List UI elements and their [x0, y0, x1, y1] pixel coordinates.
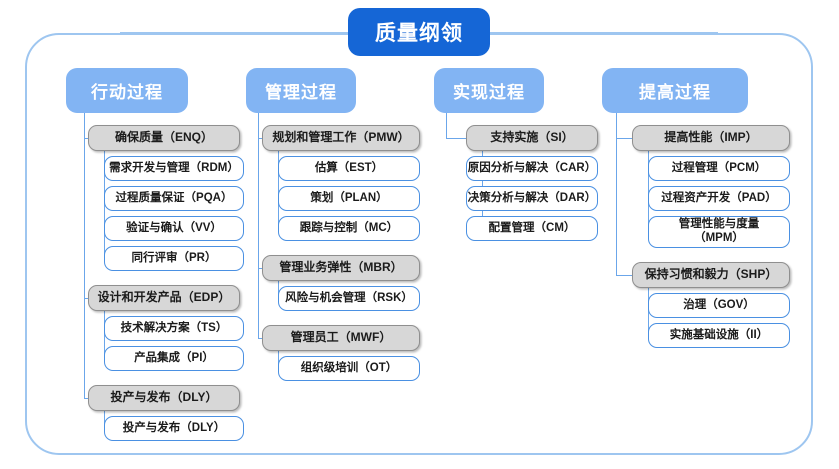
group-stub-col4-1: [616, 138, 632, 140]
group-stub-col1-2: [84, 298, 88, 300]
leaf-box-col1-1-2[interactable]: 过程质量保证（PQA）: [104, 186, 244, 211]
leaf-box-col3-1-1[interactable]: 原因分析与解决（CAR）: [466, 156, 598, 181]
leaf-box-col1-3-1[interactable]: 投产与发布（DLY）: [104, 416, 244, 441]
leaf-box-col2-3-1[interactable]: 组织级培训（OT）: [278, 356, 420, 381]
title-connector-right: [488, 32, 718, 34]
leaf-box-col4-1-3[interactable]: 管理性能与度量（MPM）: [648, 216, 790, 248]
leaf-box-col1-1-4[interactable]: 同行评审（PR）: [104, 246, 244, 271]
group-stub-col1-3: [84, 398, 88, 400]
group-box-col2-1[interactable]: 规划和管理工作（PMW）: [262, 125, 420, 151]
leaf-box-col3-1-2[interactable]: 决策分析与解决（DAR）: [466, 186, 598, 211]
group-box-col2-3[interactable]: 管理员工（MWF）: [262, 325, 420, 351]
group-stub-col2-2: [258, 268, 262, 270]
leaf-box-col2-2-1[interactable]: 风险与机会管理（RSK）: [278, 286, 420, 311]
group-stub-col4-2: [616, 275, 632, 277]
group-stub-col2-3: [258, 338, 262, 340]
leaf-box-col4-1-1[interactable]: 过程管理（PCM）: [648, 156, 790, 181]
column-header-3[interactable]: 实现过程: [434, 68, 544, 113]
group-box-col4-2[interactable]: 保持习惯和毅力（SHP）: [632, 262, 790, 288]
leaf-box-col2-1-3[interactable]: 跟踪与控制（MC）: [278, 216, 420, 241]
leaf-box-col2-1-2[interactable]: 策划（PLAN）: [278, 186, 420, 211]
leaf-box-col1-2-1[interactable]: 技术解决方案（TS）: [104, 316, 244, 341]
leaf-box-col1-1-3[interactable]: 验证与确认（VV）: [104, 216, 244, 241]
leaf-box-col4-1-2[interactable]: 过程资产开发（PAD）: [648, 186, 790, 211]
root-title: 质量纲领: [348, 8, 490, 56]
column-spine-col2: [258, 113, 260, 338]
leaf-box-col1-2-2[interactable]: 产品集成（PI）: [104, 346, 244, 371]
column-spine-col3: [446, 113, 448, 138]
group-box-col4-1[interactable]: 提高性能（IMP）: [632, 125, 790, 151]
leaf-box-col1-1-1[interactable]: 需求开发与管理（RDM）: [104, 156, 244, 181]
column-spine-col4: [616, 113, 618, 275]
group-stub-col1-1: [84, 138, 88, 140]
title-connector-left: [120, 32, 350, 34]
group-box-col3-1[interactable]: 支持实施（SI）: [466, 125, 598, 151]
group-box-col1-3[interactable]: 投产与发布（DLY）: [88, 385, 240, 411]
leaf-box-col3-1-3[interactable]: 配置管理（CM）: [466, 216, 598, 241]
column-spine-col1: [84, 113, 86, 398]
column-header-4[interactable]: 提高过程: [602, 68, 748, 113]
group-stub-col3-1: [446, 138, 466, 140]
leaf-box-col4-2-1[interactable]: 治理（GOV）: [648, 293, 790, 318]
group-box-col1-1[interactable]: 确保质量（ENQ）: [88, 125, 240, 151]
group-stub-col2-1: [258, 138, 262, 140]
group-box-col2-2[interactable]: 管理业务弹性（MBR）: [262, 255, 420, 281]
group-box-col1-2[interactable]: 设计和开发产品（EDP）: [88, 285, 240, 311]
leaf-box-col2-1-1[interactable]: 估算（EST）: [278, 156, 420, 181]
column-header-1[interactable]: 行动过程: [66, 68, 188, 113]
column-header-2[interactable]: 管理过程: [246, 68, 356, 113]
leaf-box-col4-2-2[interactable]: 实施基础设施（II）: [648, 323, 790, 348]
